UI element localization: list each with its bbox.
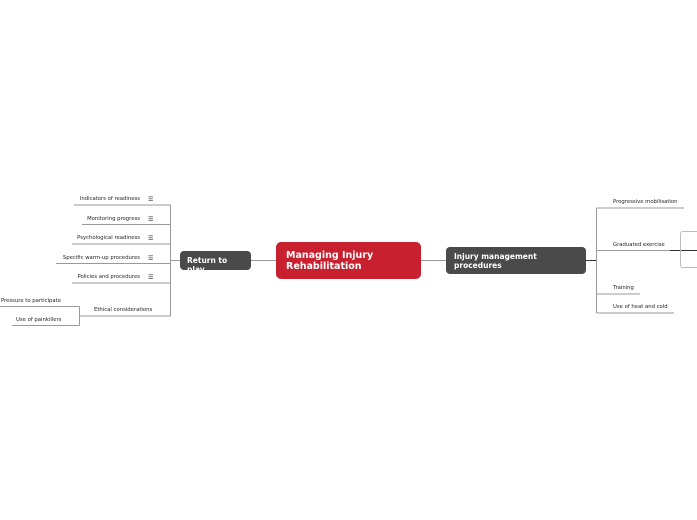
subtopic-use-of-heat-and-cold[interactable]: Use of heat and cold xyxy=(613,304,668,310)
topic-injury-management-label: Injury management procedures xyxy=(454,252,537,270)
subtopic-specific-warm-up[interactable]: Specific warm-up procedures xyxy=(62,254,140,261)
topic-injury-management-procedures[interactable]: Injury management procedures xyxy=(446,247,586,274)
subtopic-training[interactable]: Training xyxy=(613,285,634,291)
note-icon[interactable] xyxy=(148,216,154,222)
topic-return-to-play-label: Return to play xyxy=(187,256,228,274)
subtopic-use-of-painkillers[interactable]: Use of painkillers xyxy=(16,316,62,323)
note-icon[interactable] xyxy=(148,274,154,280)
central-topic-label: Managing Injury Rehabilitation xyxy=(286,250,374,272)
subtopic-pressure-to-participate[interactable]: Pressure to participate xyxy=(1,297,61,304)
topic-return-to-play[interactable]: Return to play xyxy=(180,251,251,274)
subtopic-progressive-mobilisation[interactable]: Progressive mobilisation xyxy=(613,199,678,205)
subtopic-policies-and-procedures[interactable]: Policies and procedures xyxy=(77,274,140,280)
offscreen-subtopic-box xyxy=(680,231,697,268)
subtopic-monitoring-progress[interactable]: Monitoring progress xyxy=(87,215,140,222)
note-icon[interactable] xyxy=(148,255,154,261)
note-icon[interactable] xyxy=(148,196,154,202)
subtopic-psychological-readiness[interactable]: Psychological readiness xyxy=(77,235,140,241)
note-icon[interactable] xyxy=(148,235,154,241)
central-topic[interactable]: Managing Injury Rehabilitation xyxy=(276,242,421,279)
subtopic-ethical-considerations[interactable]: Ethical considerations xyxy=(94,307,153,313)
subtopic-indicators-of-readiness[interactable]: Indicators of readiness xyxy=(79,196,140,202)
subtopic-graduated-exercise[interactable]: Graduated exercise xyxy=(613,241,665,248)
